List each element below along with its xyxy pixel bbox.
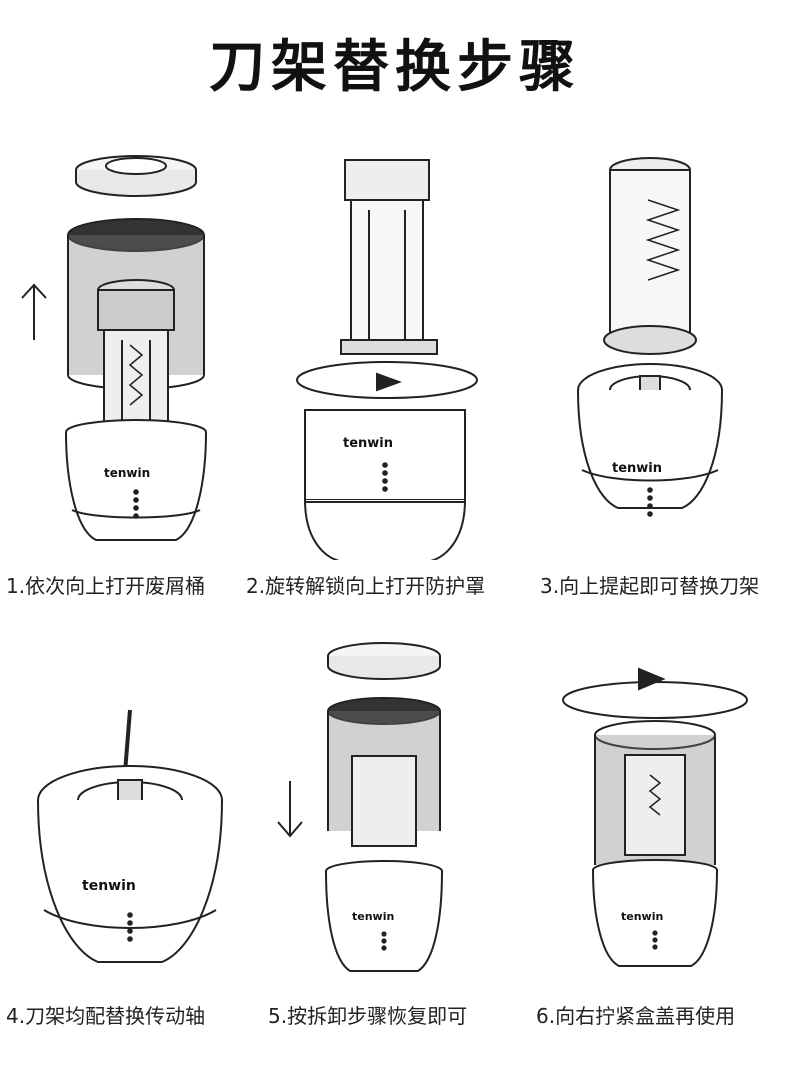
step-1-illustration: tenwin <box>10 140 250 560</box>
up-arrow-icon <box>21 283 47 340</box>
svg-text:tenwin: tenwin <box>621 910 663 923</box>
rotate-arrow-icon <box>562 667 748 719</box>
base-icon: tenwin <box>304 409 466 563</box>
step-4-illustration: tenwin <box>20 700 250 970</box>
step-5-illustration: tenwin <box>262 636 492 981</box>
page-title: 刀架替换步骤 <box>209 35 581 100</box>
step-6-caption: 6.向右拧紧盒盖再使用 <box>536 1004 736 1028</box>
waste-bin-icon <box>594 720 716 865</box>
base-icon: tenwin <box>325 860 443 972</box>
svg-text:tenwin: tenwin <box>343 436 393 451</box>
waste-bin-icon <box>327 697 441 847</box>
step-3-caption: 3.向上提起即可替换刀架 <box>540 574 760 598</box>
shield-cover-icon <box>340 159 438 355</box>
step-1-caption: 1.依次向上打开废屑桶 <box>6 574 206 598</box>
svg-text:tenwin: tenwin <box>352 910 394 923</box>
base-icon: tenwin <box>65 419 207 541</box>
step-6-illustration: tenwin <box>555 665 775 975</box>
lid-icon <box>75 155 197 197</box>
down-arrow-icon <box>277 781 303 838</box>
step-2-illustration: tenwin <box>285 140 515 563</box>
base-icon: tenwin <box>577 363 723 517</box>
blade-holder-icon <box>603 157 697 355</box>
step-5-caption: 5.按拆卸步骤恢复即可 <box>268 1004 468 1028</box>
blade-holder-icon <box>97 279 175 426</box>
svg-text:tenwin: tenwin <box>612 461 662 476</box>
base-icon: tenwin <box>592 859 718 967</box>
step-3-illustration: tenwin <box>540 140 780 560</box>
svg-text:tenwin: tenwin <box>82 878 136 894</box>
svg-text:tenwin: tenwin <box>104 466 150 480</box>
base-icon: tenwin <box>37 765 223 963</box>
step-2-caption: 2.旋转解锁向上打开防护罩 <box>246 574 486 598</box>
step-4-caption: 4.刀架均配替换传动轴 <box>6 1004 206 1028</box>
lid-icon <box>327 642 441 680</box>
rotate-arrow-icon <box>296 361 478 399</box>
